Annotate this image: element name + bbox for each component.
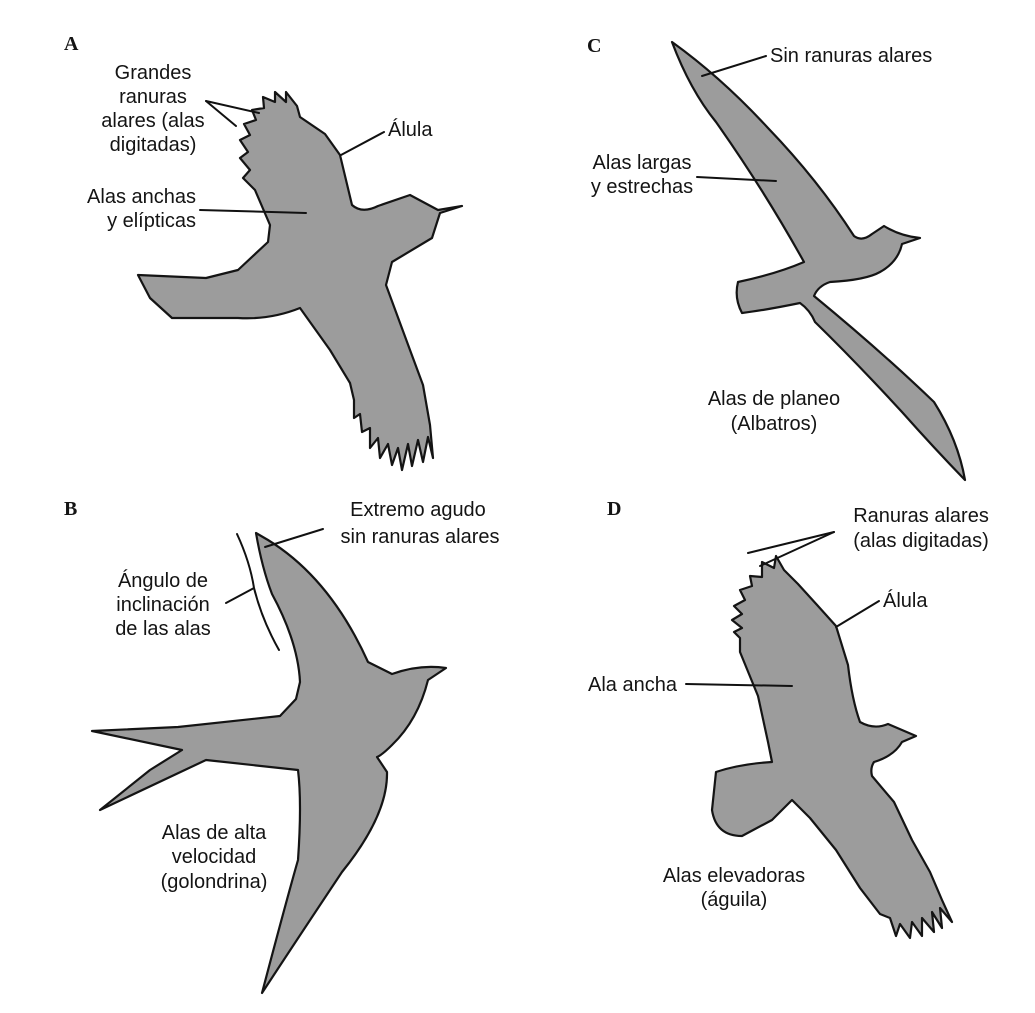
panel-d-wing-leader — [685, 683, 793, 687]
svg-text:ranuras: ranuras — [119, 86, 187, 108]
svg-text:inclinación: inclinación — [116, 594, 209, 616]
svg-text:(águila): (águila) — [701, 889, 768, 911]
panel-d: D Ranuras alares (alas digitadas) Álula … — [588, 498, 989, 940]
panel-b-angle-label: Ángulo de inclinación de las alas — [115, 569, 211, 640]
panel-c-wings-label: Alas largas y estrechas — [591, 152, 693, 198]
panel-a-alula-label: Álula — [388, 118, 433, 141]
svg-text:(golondrina): (golondrina) — [161, 871, 268, 893]
svg-text:Alas anchas: Alas anchas — [87, 186, 196, 208]
panel-a-wings-leader — [199, 209, 307, 214]
svg-text:(alas digitadas): (alas digitadas) — [853, 530, 989, 552]
panel-a-slots-leader — [205, 100, 260, 114]
svg-text:digitadas): digitadas) — [110, 134, 197, 156]
panel-a: A Grandes ranuras alares (alas digitadas… — [64, 33, 464, 472]
panel-d-slots-label: Ranuras alares (alas digitadas) — [853, 505, 989, 552]
panel-c-caption: Alas de planeo (Albatros) — [708, 388, 840, 435]
panel-c-letter: C — [587, 35, 601, 57]
panel-d-letter: D — [607, 498, 621, 520]
panel-d-caption: Alas elevadoras (águila) — [663, 865, 805, 911]
panel-c-no-slots-label: Sin ranuras alares — [770, 45, 932, 67]
svg-text:(Albatros): (Albatros) — [731, 413, 818, 435]
svg-text:sin ranuras alares: sin ranuras alares — [341, 526, 500, 548]
panel-d-slots-leader-2 — [759, 531, 835, 567]
svg-text:Extremo agudo: Extremo agudo — [350, 499, 486, 521]
panel-c: C Sin ranuras alares Alas largas y estre… — [587, 35, 967, 482]
panel-a-wings-label: Alas anchas y elípticas — [87, 186, 196, 232]
panel-b-tip-leader — [264, 528, 324, 548]
panel-b-angle-bracket — [225, 533, 280, 651]
panel-d-wing-label: Ala ancha — [588, 674, 678, 696]
svg-text:Alas elevadoras: Alas elevadoras — [663, 865, 805, 887]
panel-d-alula-leader — [835, 600, 880, 628]
panel-b: B Extremo agudo sin ranuras alares Ángul… — [64, 498, 500, 995]
panel-a-alula-leader — [340, 131, 385, 156]
panel-d-alula-label: Álula — [883, 589, 928, 612]
svg-text:y estrechas: y estrechas — [591, 176, 693, 198]
panel-d-bird-silhouette — [710, 554, 954, 940]
svg-text:Grandes: Grandes — [115, 62, 192, 84]
panel-c-bird-silhouette — [670, 40, 967, 482]
svg-text:Alas largas: Alas largas — [593, 152, 692, 174]
svg-text:Ángulo de: Ángulo de — [118, 569, 208, 592]
svg-text:velocidad: velocidad — [172, 846, 257, 868]
svg-text:alares (alas: alares (alas — [101, 110, 204, 132]
panel-a-letter: A — [64, 33, 79, 55]
panel-b-caption: Alas de alta velocidad (golondrina) — [161, 822, 268, 893]
svg-text:de las alas: de las alas — [115, 618, 211, 640]
panel-d-slots-leader — [747, 531, 835, 554]
svg-text:Ranuras alares: Ranuras alares — [853, 505, 989, 527]
panel-b-letter: B — [64, 498, 77, 520]
panel-b-bird-silhouette — [90, 531, 448, 995]
panel-c-no-slots-leader — [701, 55, 767, 77]
svg-text:y elípticas: y elípticas — [107, 210, 196, 232]
panel-a-bird-silhouette — [136, 90, 464, 472]
panel-a-slots-label: Grandes ranuras alares (alas digitadas) — [101, 62, 204, 156]
panel-b-tip-label: Extremo agudo sin ranuras alares — [341, 499, 500, 548]
svg-text:Alas de planeo: Alas de planeo — [708, 388, 840, 410]
svg-text:Alas de alta: Alas de alta — [162, 822, 267, 844]
panel-a-slots-leader-2 — [205, 100, 237, 127]
panel-c-wings-leader — [696, 176, 777, 182]
